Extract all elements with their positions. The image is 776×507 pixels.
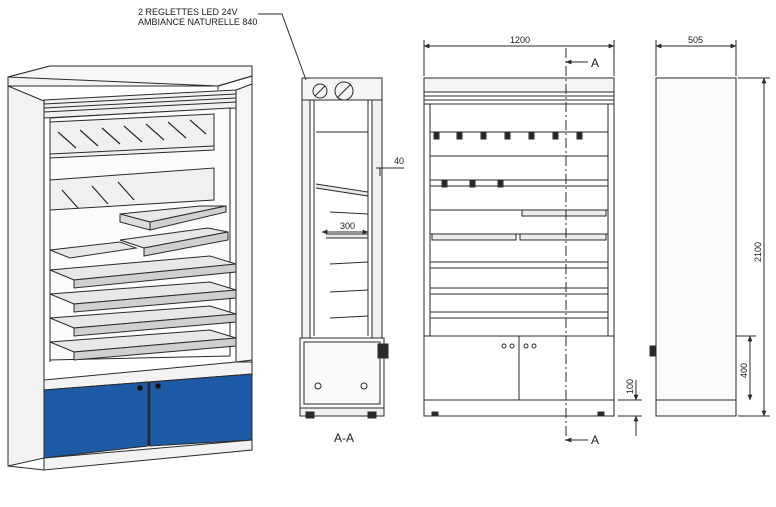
hook-row-1 <box>57 119 207 149</box>
section-caption: A-A <box>334 431 354 445</box>
door-height-label: 400 <box>739 363 749 378</box>
section-shelf-depth-label: 300 <box>340 221 355 231</box>
cut-marker-top: A <box>591 56 599 70</box>
section-cut-line <box>565 48 588 444</box>
side-depth-label: 505 <box>688 35 703 45</box>
left-cabinet-door <box>43 381 149 459</box>
cut-marker-bottom: A <box>591 433 599 447</box>
annotation-line-2: AMBIANCE NATURELLE 840 <box>138 17 257 27</box>
side-view <box>649 40 770 417</box>
right-cabinet-door <box>149 373 253 447</box>
annotation-leader <box>258 13 307 81</box>
section-depth-offset-label: 40 <box>394 156 404 166</box>
annotation-line-1: 2 REGLETTES LED 24V <box>138 7 238 17</box>
section-view <box>299 77 404 419</box>
front-dimensions <box>423 40 642 436</box>
door-knob-left <box>137 385 143 391</box>
total-height-label: 2100 <box>753 242 763 262</box>
shelves <box>49 205 237 361</box>
front-view <box>423 77 615 417</box>
hook-row-2 <box>61 181 135 209</box>
perspective-view <box>7 65 253 471</box>
plinth-height-label: 100 <box>625 379 635 394</box>
door-knob-right <box>155 383 161 389</box>
front-width-label: 1200 <box>510 35 530 45</box>
